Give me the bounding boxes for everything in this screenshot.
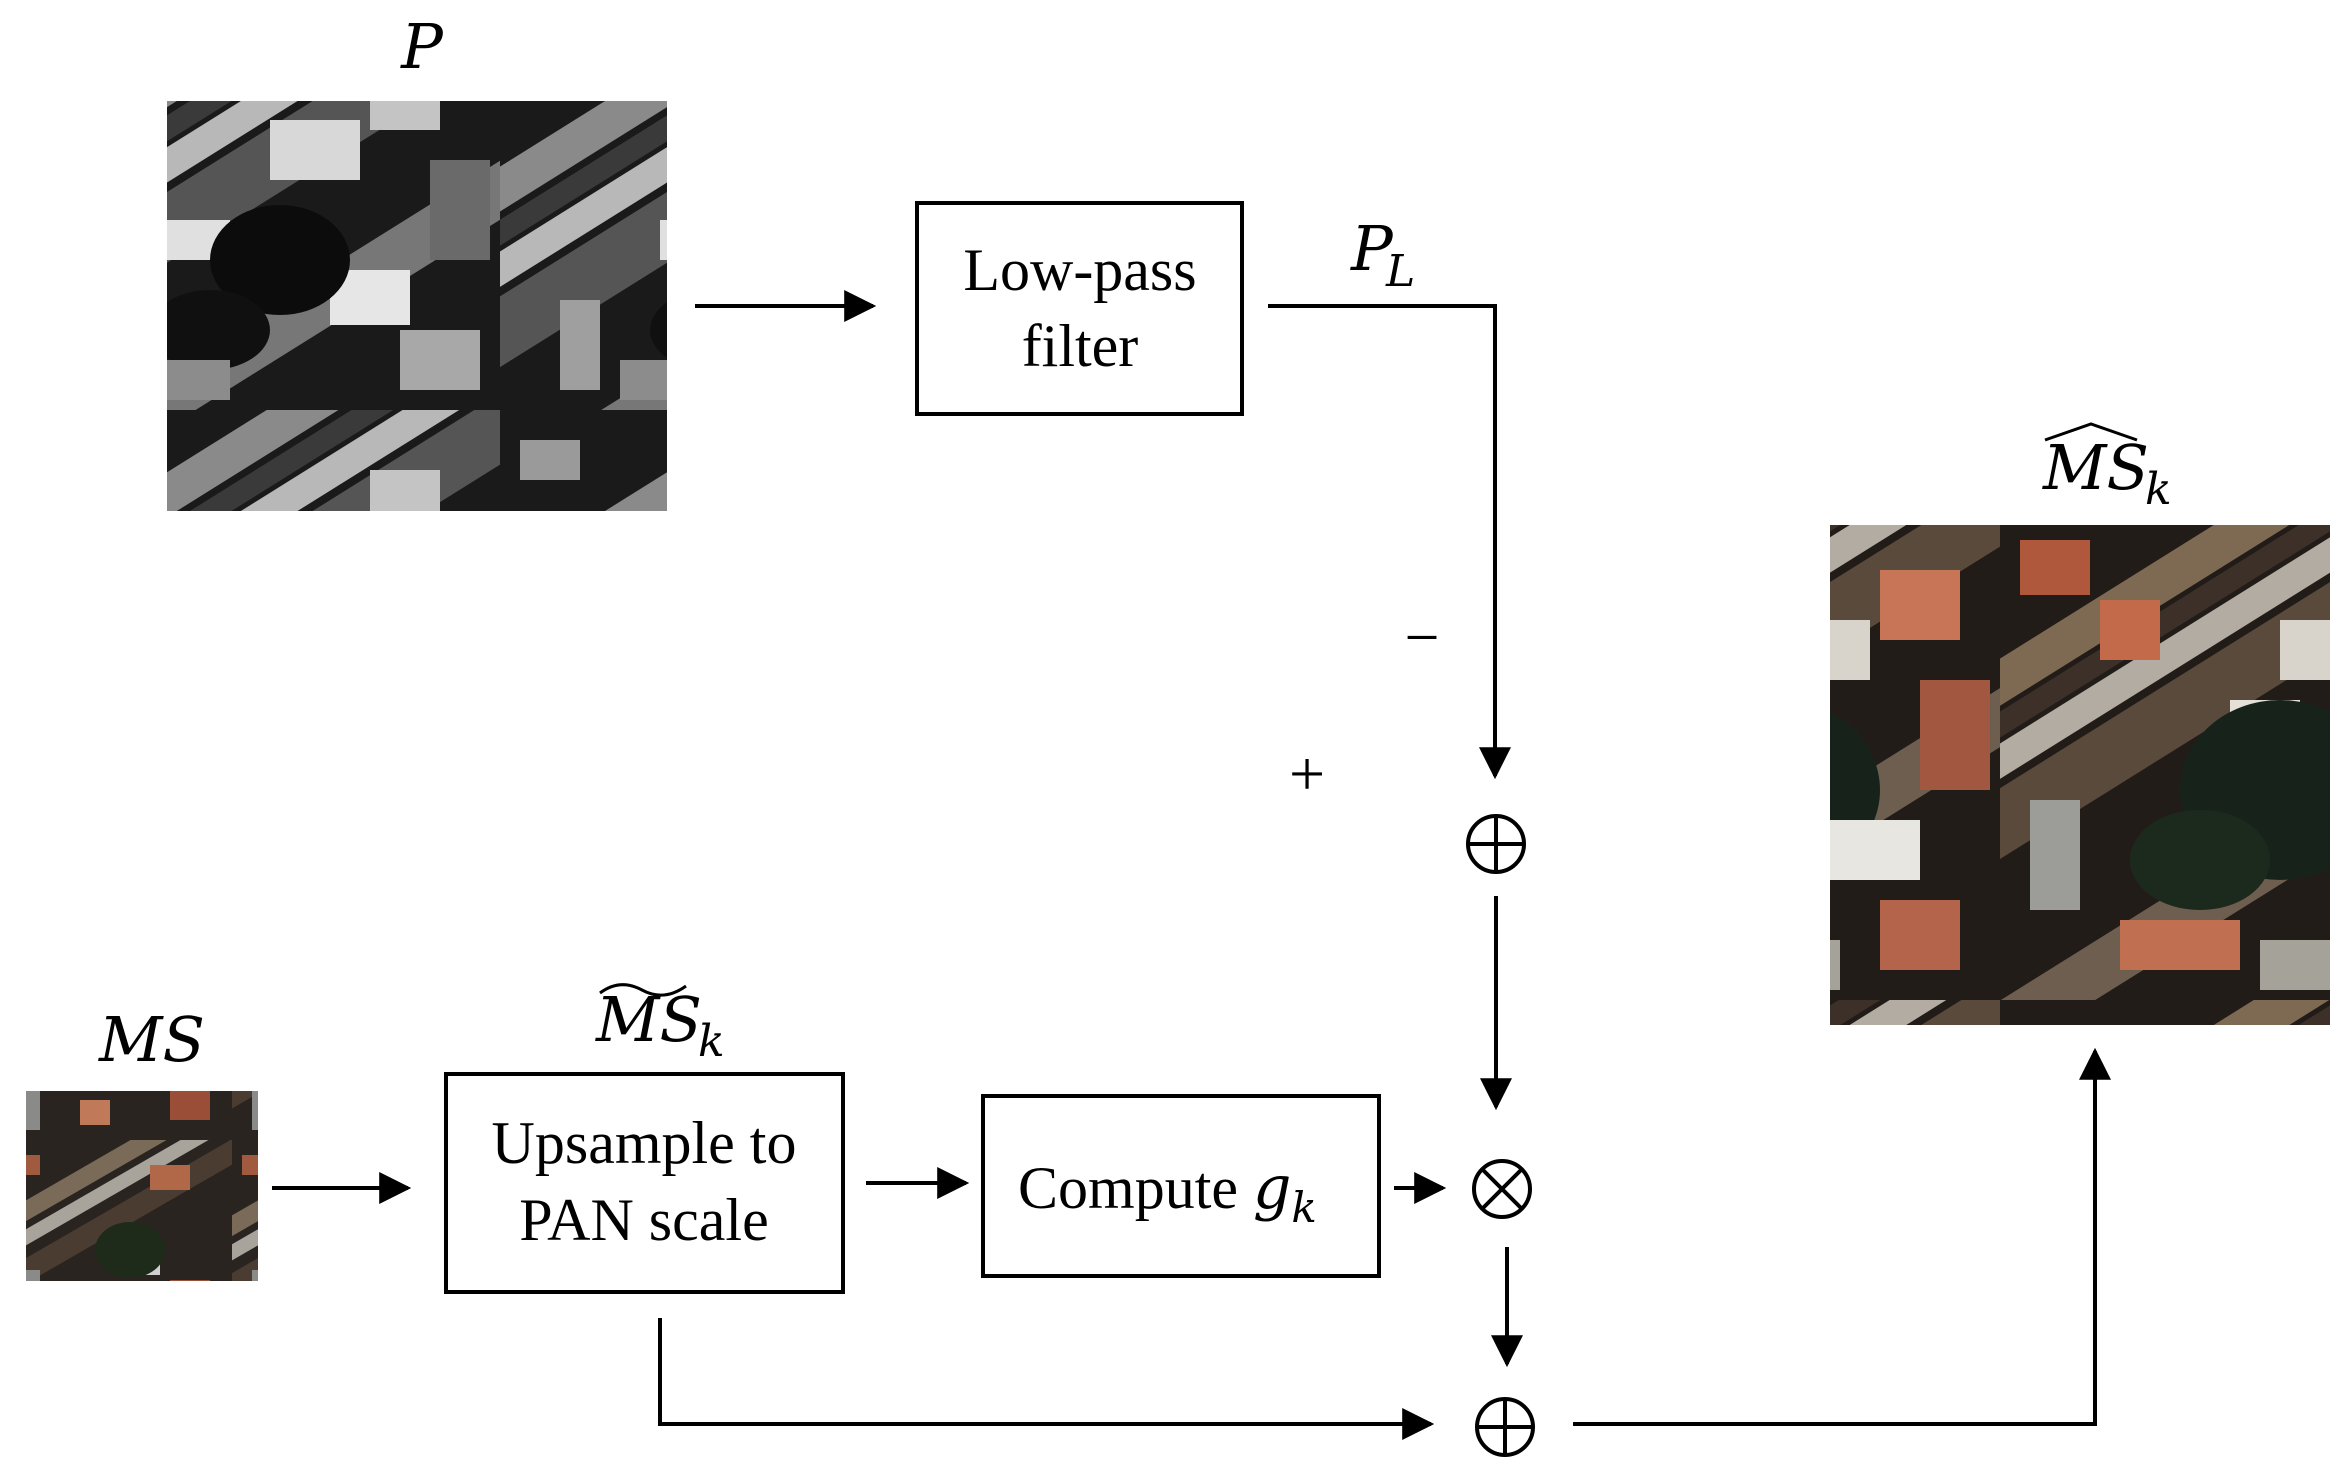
svg-text:k: k — [2145, 464, 2172, 515]
fused-image-label: MS k — [2042, 422, 2172, 515]
product-operator — [1472, 1159, 1532, 1219]
svg-text:Compute gk: Compute gk — [1018, 1153, 1317, 1232]
ms-image-label: MS — [98, 1003, 205, 1076]
compute-var: g — [1253, 1153, 1291, 1223]
compute-text: Compute — [1018, 1155, 1253, 1221]
svg-text:k: k — [698, 1016, 725, 1067]
pan-image-label: P — [400, 10, 444, 83]
lowpass-output-label: P L — [1350, 212, 1415, 297]
svg-text:MS: MS — [2042, 431, 2149, 504]
svg-text:P: P — [1350, 212, 1394, 285]
pan-image — [167, 101, 667, 511]
upsample-box: Upsample to PAN scale — [444, 1072, 845, 1294]
lowpass-line2: filter — [1022, 313, 1139, 379]
sum-operator-top — [1466, 814, 1526, 874]
arrow-lowpass-to-sum — [1268, 304, 1511, 780]
lowpass-filter-box: Low-pass filter — [915, 201, 1244, 416]
ms-image — [26, 1091, 258, 1281]
arrow-sum-to-fused — [1573, 1047, 2111, 1426]
compute-sub: k — [1291, 1183, 1316, 1232]
lowpass-line1: Low-pass — [963, 237, 1196, 303]
connectors — [272, 290, 2111, 1440]
upsample-line2: PAN scale — [519, 1187, 768, 1253]
svg-text:MS: MS — [595, 983, 702, 1056]
minus-sign: − — [1405, 604, 1440, 672]
fused-image — [1830, 525, 2330, 1025]
svg-text:L: L — [1385, 246, 1415, 297]
compute-gain-box: Compute gk — [981, 1094, 1381, 1278]
plus-sign: + — [1289, 738, 1325, 809]
upsampled-ms-label: MS k — [595, 983, 725, 1067]
upsample-line1: Upsample to — [492, 1110, 797, 1176]
sum-operator-bottom — [1475, 1397, 1535, 1457]
arrow-upsample-to-sum — [658, 1318, 1435, 1440]
